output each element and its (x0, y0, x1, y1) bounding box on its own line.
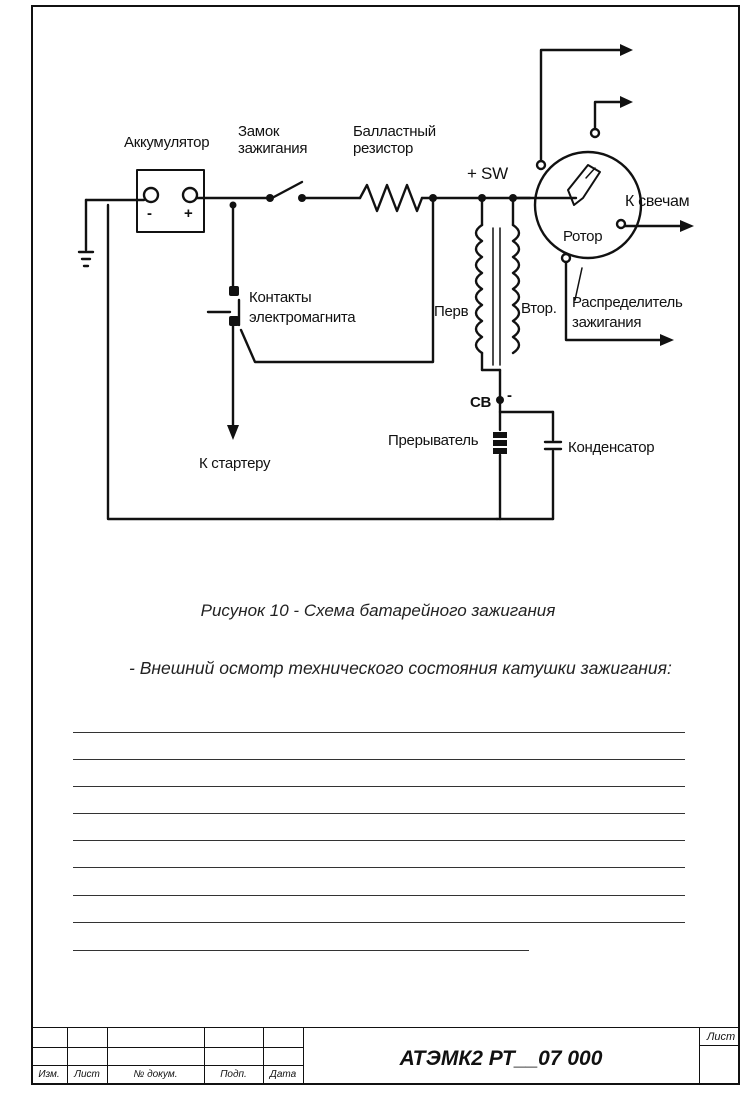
cb-label: CB (470, 394, 492, 411)
breaker-block (493, 432, 507, 438)
junction-dot (509, 194, 517, 202)
switch-terminal-dot (298, 194, 306, 202)
to-starter-label: К стартеру (199, 455, 271, 472)
title-block-col-line (263, 1027, 264, 1085)
breaker-block (493, 448, 507, 454)
junction-dot (229, 201, 237, 209)
inspection-prompt: - Внешний осмотр технического состояния … (73, 656, 701, 681)
doc-number-label: № докум. (133, 1069, 178, 1080)
secondary-coil-winding (511, 223, 521, 355)
title-block-col-line (67, 1027, 68, 1085)
title-block-top-line (31, 1027, 740, 1028)
arrow-head (620, 96, 633, 108)
answer-line (73, 922, 685, 923)
rotor-detail (585, 167, 596, 179)
plug-wire-4 (564, 260, 662, 342)
title-block-row-line (699, 1045, 740, 1046)
distributor-label: Распределитель зажигания (572, 294, 683, 331)
title-block-col-line (303, 1027, 304, 1085)
arrow-head (680, 220, 694, 232)
sheet-label: Лист (706, 1031, 736, 1043)
ignition-lock-label: Замок зажигания (238, 123, 308, 157)
relay-contact-block (229, 286, 239, 296)
answer-line (73, 786, 685, 787)
title-block-row-line (31, 1065, 303, 1066)
rotor-label: Ротор (563, 228, 603, 245)
answer-line (73, 759, 685, 760)
title-block: Изм. Лист № докум. Подп. Дата АТЭМК2 РТ_… (31, 1027, 740, 1085)
distributor-label-pointer (574, 267, 583, 301)
list-label: Лист (74, 1069, 100, 1080)
distributor-contact (615, 218, 627, 230)
to-plugs-label: К свечам (625, 193, 690, 210)
battery-negative-terminal (142, 186, 160, 204)
sw-label: + SW (467, 164, 508, 183)
battery-plus-label: + (184, 205, 193, 222)
answer-line (73, 840, 685, 841)
battery-positive-terminal (181, 186, 199, 204)
primary-winding-label: Перв (434, 303, 469, 320)
inspection-prompt-text: - Внешний осмотр технического состояния … (129, 658, 672, 678)
ballast-resistor-zigzag (358, 183, 424, 213)
ignition-circuit-diagram (77, 44, 694, 521)
relay-bypass-wire (239, 196, 435, 364)
title-block-col-line (699, 1027, 700, 1085)
arrow-head (620, 44, 633, 56)
answer-line (73, 950, 529, 951)
title-block-col-line (204, 1027, 205, 1085)
cb-minus-label: - (507, 387, 512, 404)
switch-terminal-dot (266, 194, 274, 202)
document-code: АТЭМК2 РТ__07 000 (399, 1047, 603, 1070)
secondary-winding-label: Втор. (521, 300, 557, 317)
izm-label: Изм. (38, 1069, 60, 1080)
rotor-arm (567, 164, 601, 206)
relay-contacts-label: Контакты электромагнита (249, 289, 356, 326)
cb-terminal-dot (496, 396, 504, 404)
plug-wire-2 (593, 100, 622, 131)
signature-label: Подп. (220, 1069, 247, 1080)
junction-dot (478, 194, 486, 202)
answer-line (73, 867, 685, 868)
primary-coil-winding (474, 223, 484, 355)
battery-return-wire (106, 203, 499, 521)
breaker-label: Прерыватель (388, 432, 479, 449)
ignition-switch-blade (270, 180, 304, 200)
plug-wire-1 (539, 48, 622, 163)
title-block-row-line (31, 1047, 303, 1048)
junction-dot (429, 194, 437, 202)
battery-label: Аккумулятор (124, 134, 210, 151)
capacitor-label: Конденсатор (568, 439, 655, 456)
answer-line (73, 732, 685, 733)
figure-caption: Рисунок 10 - Схема батарейного зажигания (200, 601, 556, 620)
breaker-block (493, 440, 507, 446)
answer-line (73, 813, 685, 814)
distributor-cap (533, 150, 643, 260)
relay-contact-block (229, 316, 239, 326)
title-block-col-line (107, 1027, 108, 1085)
page-frame (31, 5, 740, 1085)
answer-line (73, 895, 685, 896)
arrow-head (227, 425, 239, 440)
ballast-resistor-label: Балластный резистор (353, 123, 436, 157)
battery-minus-label: - (147, 205, 152, 222)
arrow-head (660, 334, 674, 346)
date-label: Дата (269, 1069, 297, 1080)
